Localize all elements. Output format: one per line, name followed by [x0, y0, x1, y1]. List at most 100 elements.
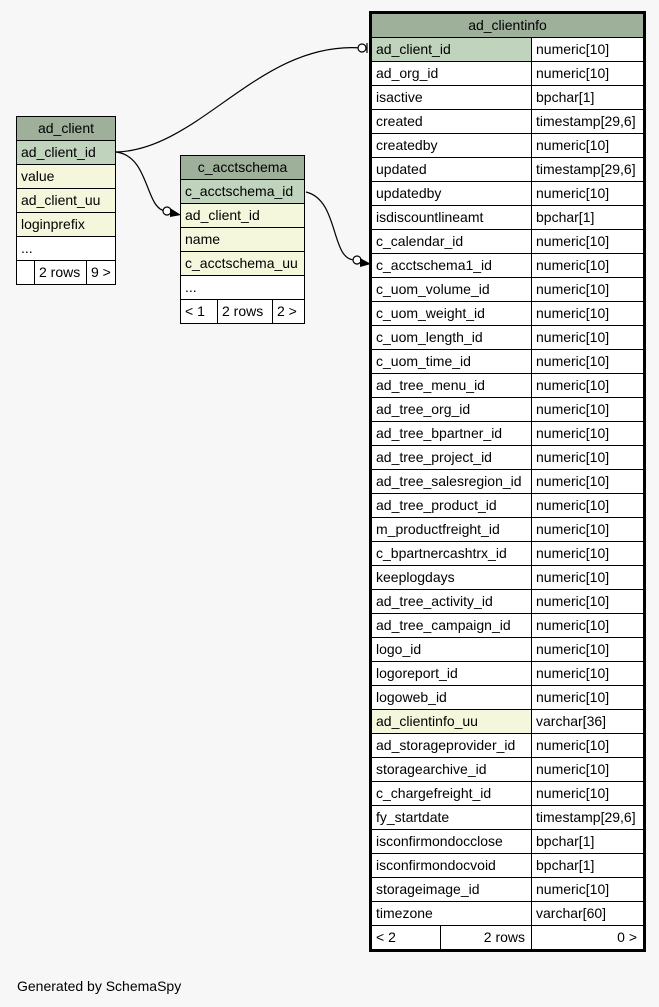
column-name[interactable]: c_chargefreight_id — [372, 782, 531, 805]
footer-right[interactable]: 0 > — [531, 926, 643, 949]
column-name[interactable]: isconfirmondocclose — [372, 830, 531, 853]
column-name[interactable]: ad_tree_salesregion_id — [372, 470, 531, 493]
column-name[interactable]: ad_tree_menu_id — [372, 374, 531, 397]
table-row[interactable]: ad_client_id — [17, 141, 115, 165]
column-name[interactable]: c_uom_length_id — [372, 326, 531, 349]
table-row[interactable]: value — [17, 165, 115, 189]
column-name[interactable]: c_uom_volume_id — [372, 278, 531, 301]
column-name[interactable]: ad_tree_org_id — [372, 398, 531, 421]
column-name[interactable]: c_acctschema_id — [181, 180, 304, 203]
column-name[interactable]: logoweb_id — [372, 686, 531, 709]
table-row[interactable]: ... — [181, 276, 304, 300]
column-name[interactable]: fy_startdate — [372, 806, 531, 829]
column-name[interactable]: logoreport_id — [372, 662, 531, 685]
column-name[interactable]: ad_client_id — [17, 141, 115, 164]
column-name[interactable]: ad_client_id — [181, 204, 304, 227]
column-name[interactable]: isconfirmondocvoid — [372, 854, 531, 877]
column-name[interactable]: c_acctschema_uu — [181, 252, 304, 275]
column-name[interactable]: isdiscountlineamt — [372, 206, 531, 229]
column-name[interactable]: timezone — [372, 902, 531, 925]
column-name[interactable]: ad_org_id — [372, 62, 531, 85]
column-name[interactable]: m_productfreight_id — [372, 518, 531, 541]
column-name[interactable]: storageimage_id — [372, 878, 531, 901]
table-title[interactable]: c_acctschema — [181, 156, 304, 180]
column-name[interactable]: c_uom_time_id — [372, 350, 531, 373]
footer-right[interactable]: 9 > — [86, 261, 115, 284]
footer-right[interactable]: 2 > — [272, 300, 304, 323]
column-name[interactable]: ad_client_uu — [17, 189, 115, 212]
column-name[interactable]: keeplogdays — [372, 566, 531, 589]
footer-left[interactable] — [17, 261, 34, 284]
column-name[interactable]: c_calendar_id — [372, 230, 531, 253]
table-row[interactable]: loginprefix — [17, 213, 115, 237]
column-name[interactable]: updated — [372, 158, 531, 181]
table-row[interactable]: name — [181, 228, 304, 252]
column-name[interactable]: ad_tree_product_id — [372, 494, 531, 517]
table-row[interactable]: c_acctschema_id — [181, 180, 304, 204]
column-name[interactable]: name — [181, 228, 304, 251]
column-name[interactable]: ... — [17, 237, 115, 260]
table-row[interactable]: c_acctschema_uu — [181, 252, 304, 276]
column-name[interactable]: ad_tree_activity_id — [372, 590, 531, 613]
column-name[interactable]: storagearchive_id — [372, 758, 531, 781]
column-name[interactable]: created — [372, 110, 531, 133]
column-name[interactable]: logo_id — [372, 638, 531, 661]
column-name[interactable]: loginprefix — [17, 213, 115, 236]
column-name[interactable]: ad_client_id — [372, 38, 531, 61]
column-name[interactable]: updatedby — [372, 182, 531, 205]
column-name[interactable]: c_acctschema1_id — [372, 254, 531, 277]
table-row[interactable]: ad_client_uu — [17, 189, 115, 213]
column-name[interactable]: c_uom_weight_id — [372, 302, 531, 325]
column-name[interactable]: value — [17, 165, 115, 188]
column-name[interactable]: ad_tree_campaign_id — [372, 614, 531, 637]
footer-left[interactable]: < 1 — [185, 303, 205, 319]
column-name[interactable]: ... — [181, 276, 304, 299]
column-name[interactable]: createdby — [372, 134, 531, 157]
column-name[interactable]: c_bpartnercashtrx_id — [372, 542, 531, 565]
column-name[interactable]: ad_tree_project_id — [372, 446, 531, 469]
table-row[interactable]: ... — [17, 237, 115, 261]
table-title[interactable]: ad_clientinfo — [372, 14, 643, 38]
column-name[interactable]: ad_clientinfo_uu — [372, 710, 531, 733]
